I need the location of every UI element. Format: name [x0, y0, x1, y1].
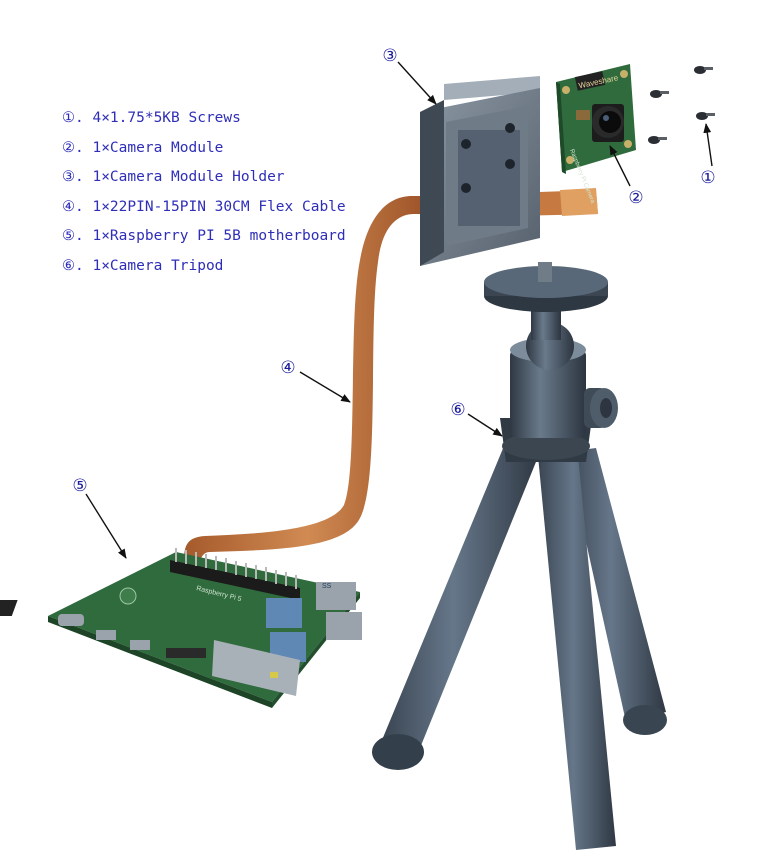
usb-ports: SS [266, 582, 362, 662]
holder-screw-hole [505, 159, 515, 169]
arrow-holder [397, 61, 437, 105]
raspberry-pi-motherboard: Raspberry Pi 5 SS [0, 548, 362, 708]
callout-motherboard: ⑤ [72, 476, 88, 496]
item-text: 1×Camera Tripod [92, 257, 224, 274]
callout-camera-module: ② [628, 188, 644, 208]
parts-list-item: ②. 1×Camera Module [62, 139, 224, 156]
screw [696, 112, 715, 120]
parts-list-item: ④. 1×22PIN-15PIN 30CM Flex Cable [62, 198, 346, 215]
tripod-leg-front [538, 456, 616, 850]
callout-arrows [85, 61, 713, 559]
parts-list-item: ⑥. 1×Camera Tripod [62, 257, 224, 274]
gpio-header [170, 548, 300, 600]
holder-screw-hole [505, 123, 515, 133]
arrow-cable [299, 371, 351, 403]
item-text: 4×1.75*5KB Screws [92, 110, 241, 126]
screw [650, 90, 669, 98]
item-text: 1×Camera Module Holder [92, 169, 285, 186]
camera-module: Waveshare Raspberry Pi Camera [556, 64, 636, 205]
screw [648, 136, 667, 144]
callout-tripod: ⑥ [450, 400, 466, 420]
parts-list-item: ⑤. 1×Raspberry PI 5B motherboard [62, 228, 346, 245]
raspberry-logo [119, 587, 137, 605]
item-marker: ⑤ [62, 228, 75, 245]
callout-holder: ③ [382, 46, 398, 66]
callout-flex-cable: ④ [280, 358, 296, 378]
item-marker: ③ [62, 169, 75, 186]
parts-list: ①. 4×1.75*5KB Screws ②. 1×Camera Module … [62, 104, 346, 282]
arrow-tripod [467, 413, 503, 437]
holder-screw-hole [461, 183, 471, 193]
camera-module-holder [420, 76, 540, 266]
item-marker: ② [62, 139, 75, 156]
parts-list-item: ①. 4×1.75*5KB Screws [62, 110, 241, 126]
item-marker: ⑥ [62, 257, 75, 274]
parts-list-item: ③. 1×Camera Module Holder [62, 169, 285, 186]
callout-screws: ① [700, 168, 716, 188]
arrow-motherboard [85, 493, 127, 559]
camera-tripod [372, 262, 667, 850]
tripod-lock-knob [584, 388, 618, 428]
usb-ss-label: SS [322, 583, 332, 590]
ethernet-port [212, 640, 300, 696]
camera-lens [592, 104, 624, 142]
holder-screw-hole [461, 139, 471, 149]
item-text: 1×Raspberry PI 5B motherboard [92, 228, 346, 245]
item-marker: ① [62, 110, 75, 126]
screw [694, 66, 713, 74]
tripod-leg-left [382, 446, 540, 748]
screws [648, 66, 715, 144]
arrow-camera [609, 145, 631, 187]
tripod-leg-back [566, 448, 666, 722]
arrow-screws [703, 123, 713, 167]
item-text: 1×Camera Module [92, 139, 224, 156]
item-marker: ④ [62, 198, 75, 215]
item-text: 1×22PIN-15PIN 30CM Flex Cable [92, 198, 346, 215]
